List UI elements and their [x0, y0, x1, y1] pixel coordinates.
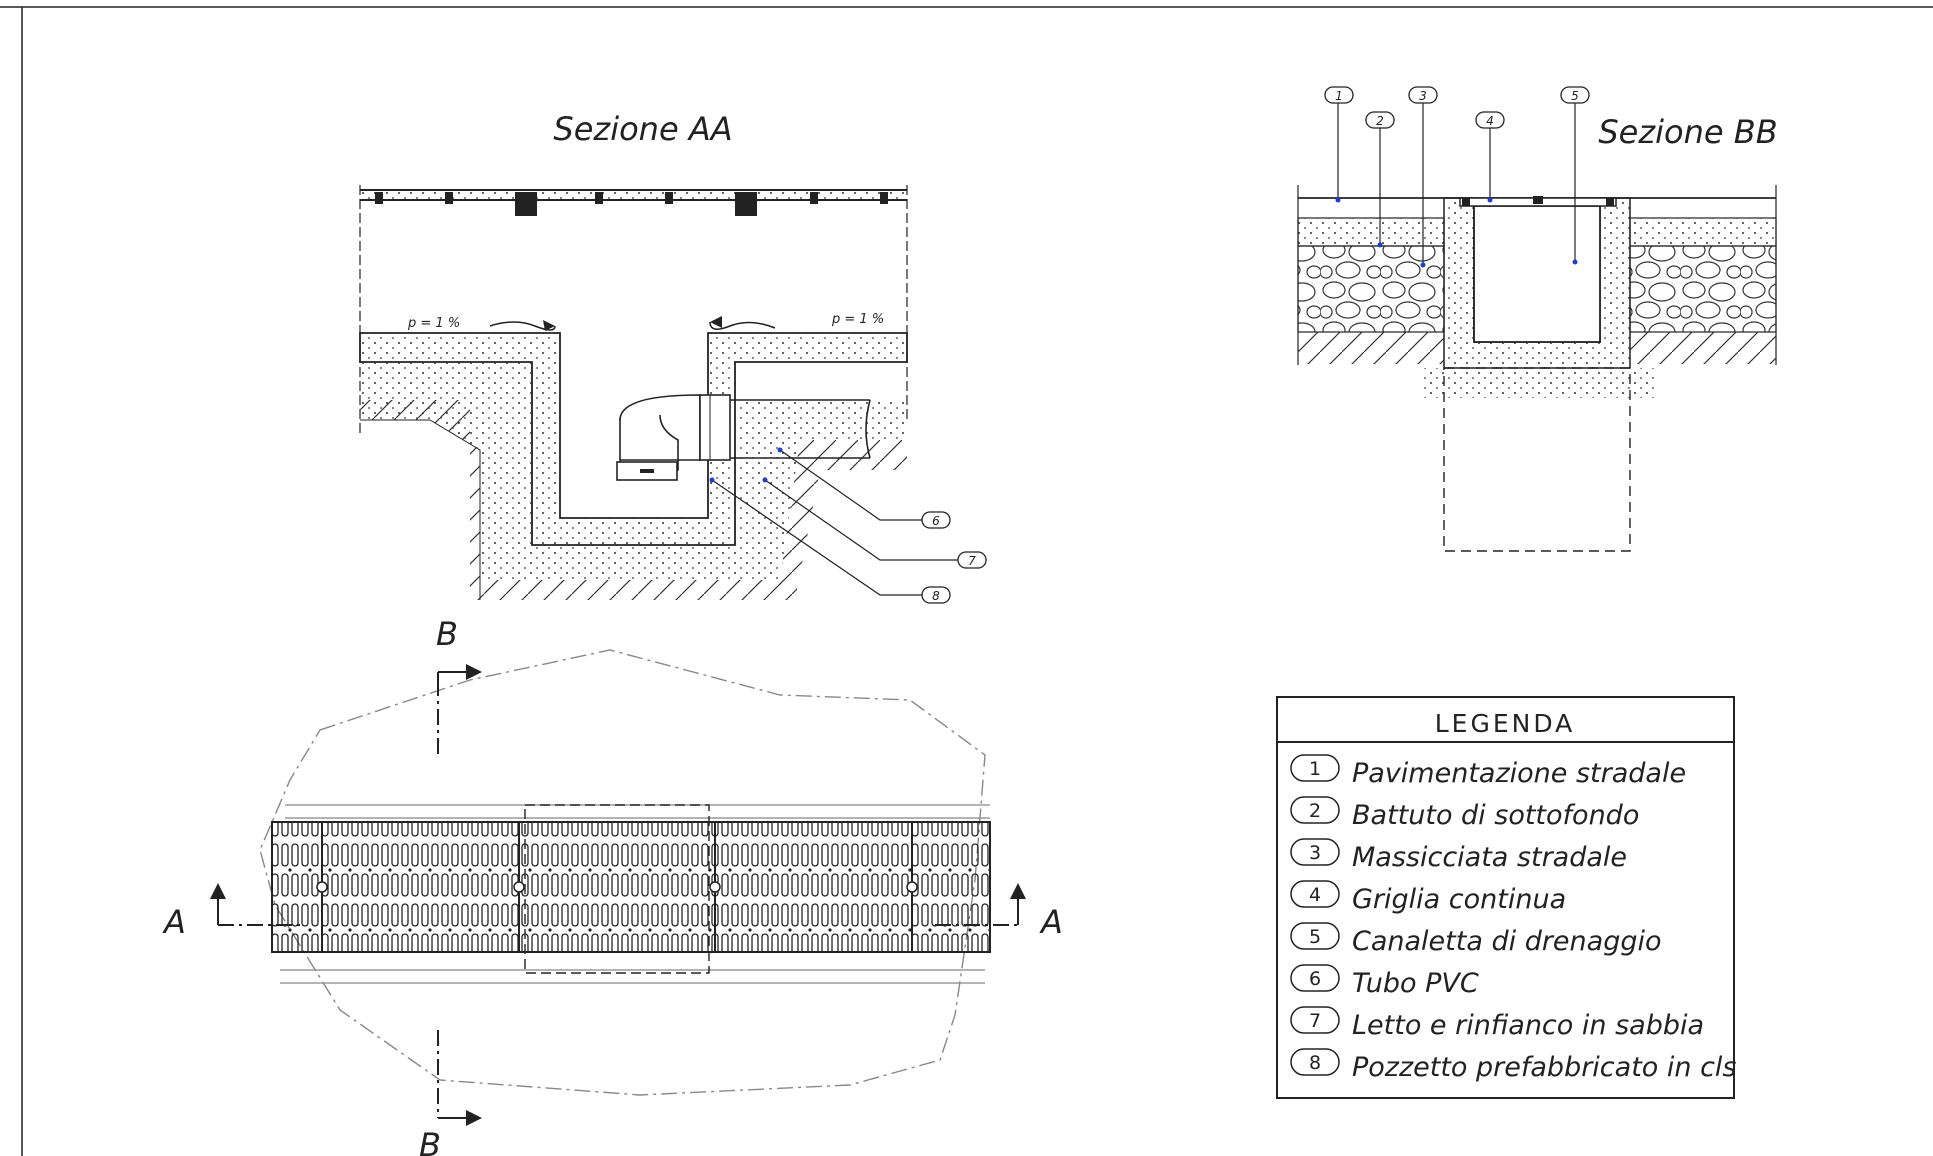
legend-item: 6 Tubo PVC: [1290, 964, 1479, 999]
bb-precast-well-dashed: [1443, 367, 1631, 552]
legend-item: 3 Massicciata stradale: [1290, 838, 1627, 873]
legend-item: 8 Pozzetto prefabbricato in cls: [1290, 1048, 1737, 1083]
svg-text:7: 7: [1309, 1010, 1321, 1032]
cut-marker-b-bottom: [437, 1030, 482, 1126]
flow-arrow-right: [709, 321, 776, 330]
section-aa-title: Sezione AA: [553, 110, 732, 148]
plan-well-dashed: [524, 804, 710, 974]
sand-bedding: [360, 362, 907, 580]
slope-label-left: p = 1 %: [407, 316, 460, 331]
section-aa-leaders: [711, 449, 958, 596]
svg-text:Pozzetto prefabbricato in cls: Pozzetto prefabbricato in cls: [1352, 1052, 1737, 1083]
callout-5: 5: [1560, 86, 1590, 104]
bb-right-subbase: [1629, 217, 1777, 247]
svg-text:1: 1: [1309, 758, 1321, 780]
marker-a-right: A: [1039, 903, 1063, 941]
svg-text:3: 3: [1419, 89, 1427, 103]
bb-left-subbase: [1297, 217, 1445, 247]
legend: LEGENDA 1 Pavimentazione stradale 2 Batt…: [1276, 696, 1737, 1099]
svg-text:Pavimentazione stradale: Pavimentazione stradale: [1352, 758, 1686, 789]
svg-text:6: 6: [1309, 968, 1321, 990]
section-bb: Sezione BB: [1297, 86, 1778, 552]
svg-text:Canaletta di drenaggio: Canaletta di drenaggio: [1352, 926, 1662, 957]
svg-text:4: 4: [1486, 114, 1494, 128]
callout-7: 7: [957, 551, 987, 569]
svg-text:Battuto di sottofondo: Battuto di sottofondo: [1352, 800, 1639, 831]
callout-4: 4: [1475, 111, 1505, 129]
plan-grate: [271, 821, 991, 953]
marker-b-bottom: B: [419, 1126, 441, 1156]
svg-text:6: 6: [932, 514, 940, 528]
legend-item: 7 Letto e rinfianco in sabbia: [1290, 1006, 1704, 1041]
legend-item: 5 Canaletta di drenaggio: [1290, 922, 1662, 957]
plan-boundary: [259, 649, 986, 1096]
cut-marker-b-top: [437, 664, 482, 755]
pvc-pipe: [616, 394, 871, 481]
callout-3: 3: [1408, 86, 1438, 104]
section-aa-grate: [359, 185, 908, 435]
callout-8: 8: [921, 586, 951, 604]
svg-text:8: 8: [932, 589, 940, 603]
svg-text:Letto e rinfianco in sabbia: Letto e rinfianco in sabbia: [1352, 1010, 1704, 1041]
callout-2: 2: [1365, 111, 1395, 129]
marker-a-left: A: [162, 903, 186, 941]
svg-text:7: 7: [968, 554, 976, 568]
svg-text:1: 1: [1335, 89, 1343, 103]
cut-marker-a-left: [210, 883, 300, 926]
callout-1: 1: [1324, 86, 1354, 104]
slope-label-right: p = 1 %: [831, 312, 884, 327]
flow-arrow-left: [489, 321, 556, 331]
bb-right-stones: [1629, 245, 1777, 333]
svg-text:5: 5: [1571, 89, 1579, 103]
bb-left-stones: [1297, 245, 1445, 333]
svg-text:2: 2: [1309, 800, 1321, 822]
legend-title: LEGENDA: [1435, 709, 1576, 738]
svg-text:8: 8: [1309, 1052, 1321, 1074]
section-aa: Sezione AA p = 1 % p = 1 %: [359, 110, 987, 604]
svg-text:5: 5: [1309, 926, 1321, 948]
legend-item: 1 Pavimentazione stradale: [1290, 754, 1686, 789]
svg-text:Massicciata stradale: Massicciata stradale: [1352, 842, 1627, 873]
legend-item: 2 Battuto di sottofondo: [1290, 796, 1639, 831]
section-bb-leaders: [1337, 103, 1576, 265]
marker-b-top: B: [436, 615, 458, 653]
legend-frame: [1276, 696, 1735, 1099]
callout-6: 6: [921, 511, 951, 529]
svg-text:3: 3: [1309, 842, 1321, 864]
svg-text:Tubo PVC: Tubo PVC: [1352, 968, 1479, 999]
section-bb-title: Sezione BB: [1598, 113, 1777, 151]
svg-text:Griglia continua: Griglia continua: [1352, 884, 1566, 915]
cut-marker-a-right: [935, 883, 1026, 926]
plan-view: B B A A: [162, 615, 1063, 1156]
svg-text:2: 2: [1376, 114, 1384, 128]
svg-text:4: 4: [1309, 884, 1321, 906]
legend-item: 4 Griglia continua: [1290, 880, 1566, 915]
bb-channel-inner: [1473, 205, 1601, 343]
